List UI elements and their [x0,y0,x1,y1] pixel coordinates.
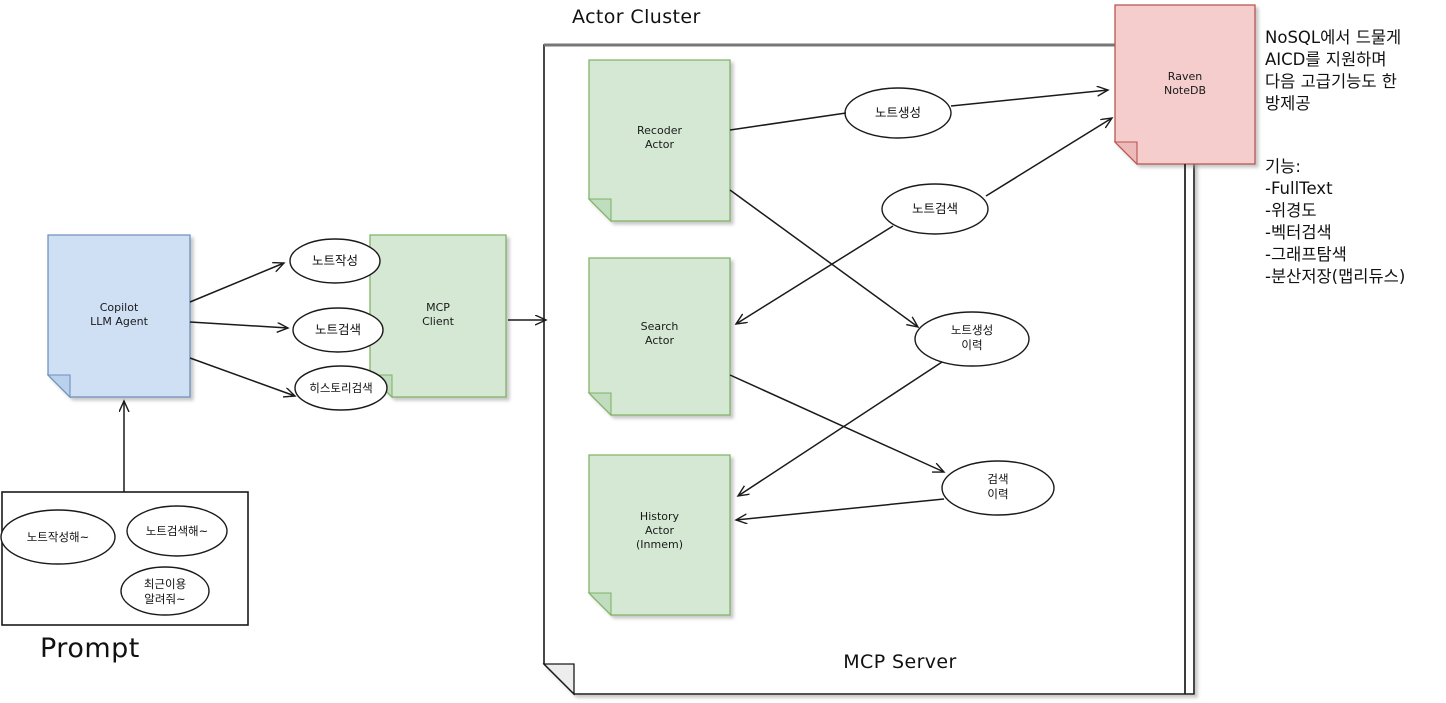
ellipse-note-write[interactable] [289,238,381,284]
search-actor-shape [588,257,731,416]
connector-search-actor-to-search-history [729,374,944,472]
connector-note-lookup-to-search-actor [736,225,894,324]
mcp-client-shape [369,234,507,398]
recoder-actor-fold [587,198,612,223]
ellipse-note-search[interactable] [292,307,384,353]
client-ellipse-group [289,238,388,411]
search-actor-node[interactable] [587,257,731,417]
connector-copilot-to-note-write [189,263,284,303]
raven-notedb-node[interactable] [1113,4,1256,166]
copilot-node-shape [47,234,191,398]
ellipse-prompt-recent[interactable] [120,566,210,616]
history-actor-fold [587,592,612,617]
mcp-client-node[interactable] [368,234,507,399]
search-actor-fold [587,392,612,417]
connector-note-lookup-to-raven [985,118,1112,197]
connector-recoder-to-note-create [729,112,847,131]
recoder-actor-shape [588,59,731,222]
ellipse-note-create-history[interactable] [914,311,1030,367]
connector-recoder-to-create-history [729,189,918,327]
ellipse-prompt-write[interactable] [0,509,116,565]
connector-search-history-to-history-actor [736,498,945,520]
connector-create-history-to-history-actor [738,361,943,496]
ellipse-prompt-search[interactable] [126,505,228,557]
copilot-node-fold [46,374,71,399]
connector-group [124,90,1186,694]
connector-copilot-to-note-search [189,321,288,328]
history-actor-shape [588,454,731,616]
ellipse-history-search[interactable] [294,365,388,411]
mcp-server-fold [542,663,575,696]
raven-features-title: 기능: [1265,157,1301,176]
connector-note-create-to-raven [950,90,1108,107]
connector-copilot-to-history-search [189,357,295,396]
recoder-actor-node[interactable] [587,59,731,223]
history-actor-node[interactable] [587,454,731,617]
server-ellipse-group [844,87,1055,516]
ellipse-search-history[interactable] [941,460,1055,516]
copilot-llm-agent-node[interactable] [46,234,191,399]
prompt-ellipse-group [0,505,228,616]
ellipse-note-create[interactable] [844,87,952,139]
raven-description-note: NoSQL에서 드물게 AICD를 지원하며 다음 고급기능도 한 방제공 [1265,28,1402,113]
raven-notedb-fold [1113,141,1138,166]
raven-features-list: -FullText -위경도 -벡터검색 -그래프탐색 -분산저장(맵리듀스) [1265,179,1406,286]
raven-notedb-shape [1114,4,1256,165]
ellipse-note-lookup[interactable] [881,183,989,235]
